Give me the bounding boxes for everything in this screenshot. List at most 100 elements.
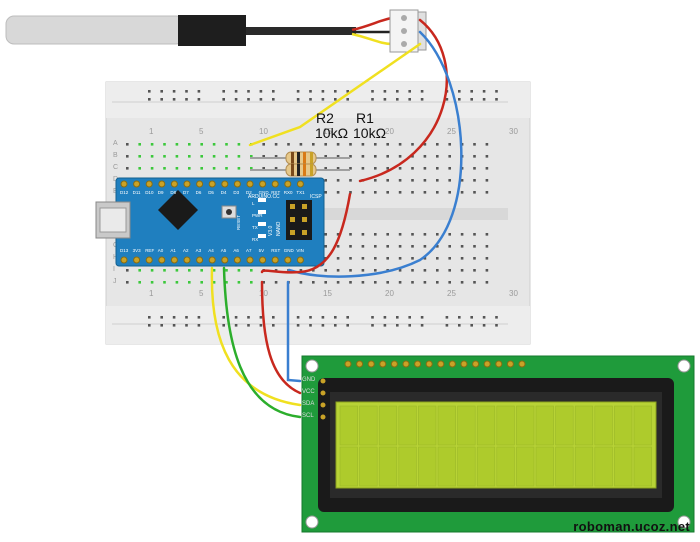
rail-hole (396, 90, 399, 93)
nano-bottom-pin-label: A3 (196, 248, 202, 253)
nano-top-pin-label: TX1 (296, 190, 305, 195)
breadboard-hole (473, 233, 476, 236)
lcd-cell (457, 405, 476, 446)
breadboard-hole (250, 155, 253, 158)
wire-red-5v (260, 192, 352, 274)
nano-top-pad (296, 180, 304, 188)
breadboard-hole (188, 269, 191, 272)
nano-top-pad (183, 180, 191, 188)
rail-hole (371, 324, 374, 327)
rail-hole (296, 98, 300, 101)
rail-hole (346, 324, 349, 327)
nano-top-pin-label: D9 (158, 190, 164, 195)
breadboard-hole (374, 179, 377, 182)
nano-top-pad (208, 180, 216, 188)
nano-bottom-pad (208, 256, 216, 264)
rail-hole (445, 98, 449, 101)
nano-top-pad (170, 180, 178, 188)
lcd-cell (418, 405, 437, 446)
rail-hole (160, 316, 163, 319)
col-num: 15 (323, 289, 332, 298)
breadboard-hole (150, 281, 154, 284)
breadboard-hole (485, 155, 489, 158)
breadboard-hole (361, 191, 365, 194)
lcd-cell (594, 405, 613, 446)
breadboard-hole (225, 143, 228, 146)
breadboard-hole (237, 143, 241, 146)
breadboard-hole (473, 155, 476, 158)
breadboard-hole (274, 143, 278, 146)
breadboard-hole (386, 155, 389, 158)
breadboard-hole (212, 167, 216, 170)
breadboard-hole (386, 179, 389, 182)
breadboard-hole (423, 269, 427, 272)
breadboard-hole (287, 143, 290, 146)
breadboard-hole (324, 167, 327, 170)
lcd-header-pin (448, 360, 456, 368)
breadboard-hole (411, 167, 414, 170)
nano-bottom-pin-label: RST (271, 248, 280, 253)
nano-top-pin-label: D7 (183, 190, 189, 195)
breadboard-hole (225, 167, 228, 170)
wire-green-lcd-scl (222, 266, 302, 419)
row-label-j: J (113, 278, 117, 285)
rail-hole (259, 98, 263, 101)
rail-hole (148, 324, 151, 327)
breadboard-hole (188, 143, 191, 146)
breadboard-hole (423, 245, 427, 248)
lcd-cell (574, 405, 594, 446)
rail-hole (396, 98, 399, 101)
nano-top-pin-label: D5 (208, 190, 214, 195)
breadboard-hole (374, 155, 377, 158)
rail-hole (160, 98, 163, 101)
breadboard-hole (324, 233, 327, 236)
icsp-header (286, 200, 312, 240)
rail-hole (470, 324, 473, 327)
breadboard-hole (436, 155, 439, 158)
breadboard-hole (138, 143, 141, 146)
rail-hole (408, 98, 411, 101)
lcd-header-pins (344, 360, 526, 368)
lcd-header-pin (460, 360, 468, 368)
breadboard-hole (175, 155, 179, 158)
lcd-cell (614, 405, 633, 446)
microcontroller-chip (158, 190, 198, 230)
col-num: 25 (447, 289, 456, 298)
rail-hole (222, 98, 225, 101)
nano-bottom-pad (233, 256, 241, 264)
icsp-label: ICSP (310, 194, 322, 200)
breadboard-hole (237, 281, 241, 284)
breadboard-hole (460, 269, 464, 272)
breadboard-hole (163, 167, 166, 170)
rail-hole (346, 90, 349, 93)
lcd-cell (594, 446, 613, 487)
breadboard-hole (336, 179, 340, 182)
breadboard-hole (411, 191, 414, 194)
rail-hole (197, 324, 201, 327)
rail-hole (482, 324, 486, 327)
breadboard-hole (448, 167, 451, 170)
lcd-cell (339, 446, 358, 487)
col-num: 15 (323, 127, 332, 136)
breadboard-hole (175, 281, 179, 284)
breadboard-hole (324, 155, 327, 158)
breadboard-hole (361, 143, 365, 146)
rail-hole (172, 324, 176, 327)
breadboard-hole (436, 179, 439, 182)
col-num: 25 (447, 127, 456, 136)
rail-hole (247, 324, 250, 327)
breadboard-hole (299, 143, 303, 146)
breadboard-hole (126, 167, 129, 170)
nano-top-pin-label: RST (271, 190, 280, 195)
breadboard-hole (237, 269, 241, 272)
nano-brand: ARDUINO.CC (248, 194, 280, 200)
nano-top-pin-label: GND (259, 190, 270, 195)
breadboard-hole (411, 155, 414, 158)
breadboard-hole (336, 281, 340, 284)
lcd-cell (359, 446, 378, 487)
lcd-header-pin (379, 360, 387, 368)
nano-bottom-pad (145, 256, 153, 264)
lcd-header-pin (506, 360, 514, 368)
breadboard-hole (473, 179, 476, 182)
breadboard-hole (312, 269, 315, 272)
